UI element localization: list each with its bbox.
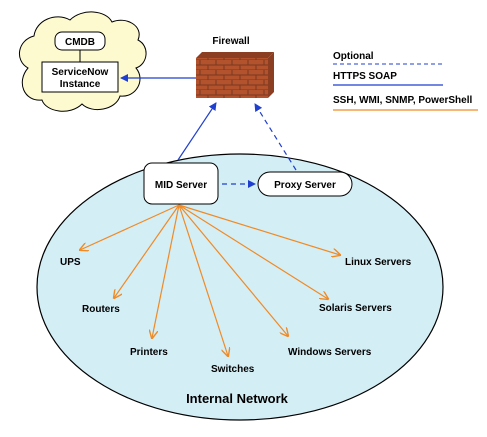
device-ups: UPS bbox=[60, 257, 81, 268]
arrow-to-linux bbox=[178, 204, 340, 255]
proxy-to-firewall-arrow bbox=[254, 103, 297, 171]
arrow-to-routers bbox=[114, 204, 180, 298]
internal-network-label: Internal Network bbox=[186, 391, 289, 406]
mid-server-label: MID Server bbox=[155, 180, 207, 191]
instance-label-line2: Instance bbox=[60, 79, 101, 90]
internal-network-ellipse bbox=[36, 153, 444, 421]
device-solaris: Solaris Servers bbox=[319, 303, 392, 314]
legend-protocols-label: SSH, WMI, SNMP, PowerShell bbox=[333, 95, 473, 106]
arrow-to-ups bbox=[80, 204, 180, 250]
device-linux: Linux Servers bbox=[345, 257, 412, 268]
device-switches: Switches bbox=[211, 364, 255, 375]
mid-server-box[interactable] bbox=[143, 162, 219, 205]
arrow-to-windows bbox=[178, 204, 288, 336]
proxy-server-label: Proxy Server bbox=[274, 180, 336, 191]
servicenow-instance-box[interactable] bbox=[41, 61, 119, 93]
arrow-to-switches bbox=[178, 204, 228, 356]
firewall-label: Firewall bbox=[212, 36, 249, 47]
legend-https-label: HTTPS SOAP bbox=[333, 71, 397, 82]
cmdb-label: CMDB bbox=[65, 37, 95, 48]
mid-to-firewall-arrow bbox=[177, 102, 217, 161]
instance-label-line1: ServiceNow bbox=[52, 67, 109, 78]
firewall-top-edge bbox=[196, 52, 274, 58]
arrow-to-solaris bbox=[178, 204, 328, 299]
proxy-server-box[interactable] bbox=[257, 171, 353, 197]
device-windows: Windows Servers bbox=[288, 347, 372, 358]
device-routers: Routers bbox=[82, 304, 120, 315]
firewall-side-edge bbox=[268, 52, 274, 98]
firewall-wall bbox=[196, 58, 268, 98]
device-printers: Printers bbox=[130, 347, 168, 358]
legend-optional-label: Optional bbox=[333, 51, 374, 62]
arrow-to-printers bbox=[152, 204, 180, 338]
